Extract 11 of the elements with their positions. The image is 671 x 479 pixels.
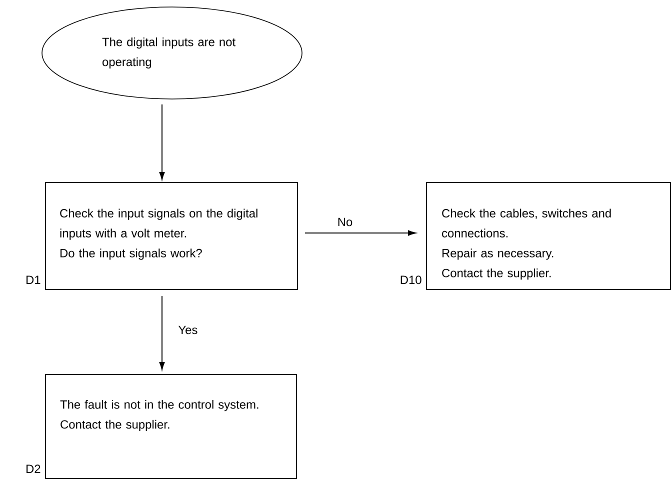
arrow (159, 104, 165, 180)
process-box: The fault is not in the control system. Contact the supplier. (45, 374, 297, 479)
step-label: D10 (400, 276, 422, 284)
process-box: Check the input signals on the digital inputs with a volt meter. Do the input signals work? (45, 182, 298, 290)
edge-label: No (336, 216, 354, 228)
arrow (159, 295, 165, 370)
step-label: D1 (26, 276, 40, 284)
arrow (304, 230, 416, 236)
step-label: D2 (26, 464, 40, 473)
edge-label: Yes (177, 324, 199, 336)
process-box: Check the cables, switches and connections. Repair as necessary. Contact the supplier. (426, 182, 671, 290)
